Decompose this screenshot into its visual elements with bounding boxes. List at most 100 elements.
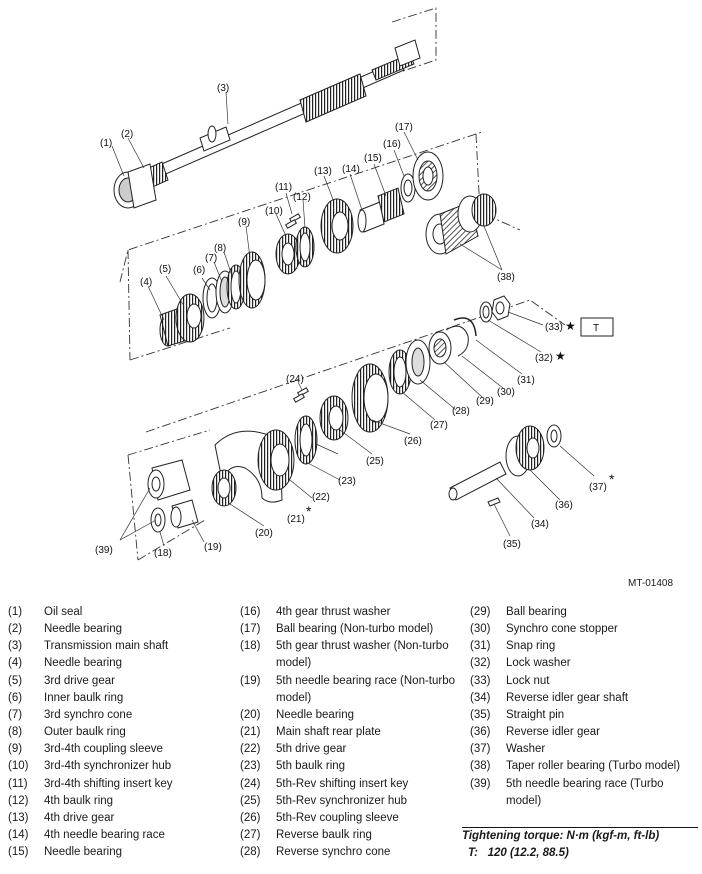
reverse-idler-assembly (448, 424, 562, 507)
callout-25: (25) (366, 456, 384, 467)
callout-34: (34) (531, 519, 549, 530)
legend-number: (30) (470, 623, 491, 636)
legend-item: (25)5th-Rev synchronizer hub (240, 793, 462, 810)
callout-4: (4) (140, 277, 152, 288)
legend-text: 5th drive gear (276, 743, 347, 756)
transmission-main-shaft (147, 39, 421, 181)
legend-number: (6) (8, 691, 23, 704)
fifth-baulk-ring-23 (294, 415, 318, 465)
lock-washer-32 (479, 301, 493, 323)
callout-1: (1) (100, 138, 112, 149)
legend-item: (16)4th gear thrust washer (240, 604, 462, 621)
callout-12: (12) (293, 192, 311, 203)
legend-item: (6) Inner baulk ring (8, 690, 223, 707)
callout-9: (9) (238, 217, 250, 228)
legend-item: (13)4th drive gear (8, 810, 223, 827)
legend-text: Outer baulk ring (44, 726, 126, 739)
reverse-baulk-ring-27 (388, 349, 412, 395)
legend-number: (27) (240, 829, 261, 842)
coupling-sleeve-26 (351, 363, 389, 433)
legend-text: Inner baulk ring (44, 691, 124, 704)
legend-number: (25) (240, 794, 261, 807)
legend-item: (8) Outer baulk ring (8, 724, 223, 741)
shifting-insert-key-24 (292, 387, 310, 403)
legend-item: (30)Synchro cone stopper (470, 621, 698, 638)
legend-number: (19) (240, 674, 261, 687)
legend-number: (24) (240, 777, 261, 790)
callout-2: (2) (121, 129, 133, 140)
legend-item: (2) Needle bearing (8, 621, 223, 638)
legend-item: (22)5th drive gear (240, 741, 462, 758)
legend-text: Ball bearing (506, 606, 567, 618)
callout-6: (6) (193, 265, 205, 276)
legend-item: (21)Main shaft rear plate (240, 724, 462, 741)
legend-text: 4th drive gear (44, 811, 115, 824)
thrust-washer-18 (150, 507, 166, 533)
legend-text: Oil seal (44, 606, 83, 618)
legend-text: Reverse idler gear shaft (506, 691, 629, 704)
legend-item: (36) Reverse idler gear (470, 724, 698, 741)
legend-text: Ball bearing (Non-turbo model) (276, 623, 434, 636)
torque-marker-box (580, 317, 614, 337)
fourth-baulk-ring-12 (295, 226, 315, 268)
legend-number: (36) (470, 726, 491, 739)
legend-text: Needle bearing (44, 623, 123, 636)
legend-item: (34)Reverse idler gear shaft (470, 690, 698, 707)
callout-labels: (1) (2) (3) (4) (5) (6) (7) (8) (9) (10)… (95, 83, 615, 559)
legend-text: 4th needle bearing race (44, 829, 165, 842)
legend-item: (26)5th-Rev coupling sleeve (240, 810, 462, 827)
callout-8: (8) (214, 243, 226, 254)
callout-14: (14) (342, 164, 360, 175)
callout-33: (33) (545, 322, 563, 333)
legend-item: (27)Reverse baulk ring (240, 827, 462, 844)
legend-text: Reverse synchro cone (276, 846, 391, 859)
legend-number: (12) (8, 794, 29, 807)
legend-text: Straight pin (506, 708, 565, 721)
callout-15: (15) (364, 153, 382, 164)
legend-text: Needle bearing (276, 708, 355, 721)
taper-roller-bearing-38 (425, 193, 497, 255)
legend-item: (7)3rd synchro cone (8, 707, 223, 724)
legend-text: 5th gear thrust washer (Non-turbo model) (276, 640, 449, 670)
legend-item: (29)Ball bearing (470, 604, 698, 621)
legend-number: (38) (470, 760, 491, 773)
callout-17: (17) (395, 122, 413, 133)
callout-32-mark: ★ (555, 349, 566, 363)
legend-number: (35) (470, 708, 491, 721)
legend-number: (18) (240, 640, 261, 653)
fourth-drive-gear-13 (320, 198, 354, 254)
main-shaft-assembly (113, 39, 421, 209)
callout-27: (27) (430, 420, 448, 431)
legend-number: (37) (470, 743, 491, 756)
legend-item: (28) Reverse synchro cone (240, 844, 462, 861)
legend-number: (8) (8, 726, 23, 739)
callout-29: (29) (476, 396, 494, 407)
callout-33-mark: ★ (565, 319, 576, 333)
legend-text: Reverse idler gear (506, 726, 600, 739)
legend-number: (17) (240, 623, 261, 636)
legend-item: (24)5th-Rev shifting insert key (240, 776, 462, 793)
fifth-drive-gear-22 (257, 429, 295, 491)
callout-21-mark: * (306, 503, 312, 519)
legend-number: (20) (240, 708, 261, 721)
callout-35: (35) (503, 539, 521, 550)
legend-text: 5th needle bearing race (Turbo model) (506, 777, 664, 807)
legend-number: (28) (240, 846, 261, 859)
legend-number: (31) (470, 640, 491, 653)
top-row-components (159, 151, 497, 347)
callout-16: (16) (383, 139, 401, 150)
legend-item: (31)Snap ring (470, 638, 698, 655)
needle-bearing-20 (211, 469, 237, 507)
needle-bearing-race-14 (357, 201, 385, 233)
legend-number: (39) (470, 777, 491, 790)
exploded-view-diagram: (1) (2) (3) (4) (5) (6) (7) (8) (9) (10)… (95, 7, 615, 561)
legend-number: (11) (8, 777, 28, 790)
legend-item: (3)Transmission main shaft (8, 638, 223, 655)
legend-text: 3rd-4th synchronizer hub (44, 760, 172, 773)
callout-39: (39) (95, 545, 113, 556)
legend-number: (1) (8, 606, 23, 618)
legend-text: 4th baulk ring (44, 794, 114, 807)
legend-text: Lock nut (506, 674, 550, 687)
legend-item: (39) 5th needle bearing race (Turbo model… (470, 776, 698, 810)
legend-number: (2) (8, 623, 23, 636)
